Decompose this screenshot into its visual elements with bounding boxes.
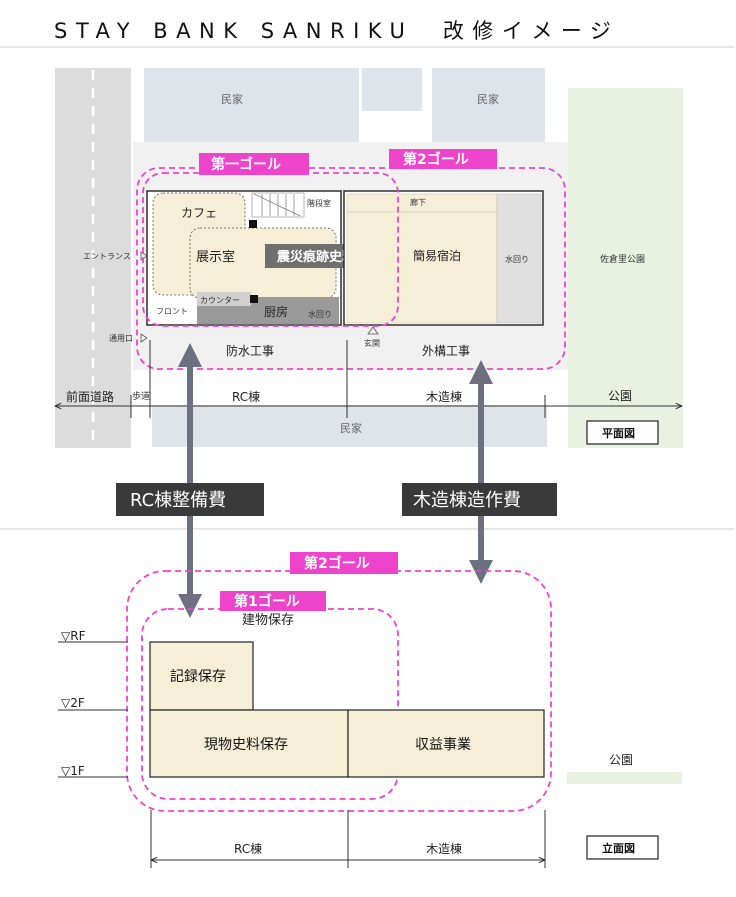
park-dim-label: 公園 bbox=[608, 389, 632, 403]
exterior-label: 外構工事 bbox=[422, 344, 470, 358]
revenue-label: 収益事業 bbox=[415, 737, 471, 753]
plan-view-badge bbox=[586, 420, 659, 445]
kitchen-label: 厨房 bbox=[264, 304, 288, 319]
records-label: 記録保存 bbox=[170, 668, 226, 685]
column-marker-2 bbox=[250, 295, 258, 303]
road-label: 前面道路 bbox=[66, 389, 114, 404]
water-wood-label: 水回り bbox=[505, 254, 529, 264]
corridor-label: 廊下 bbox=[410, 197, 426, 207]
level-1f-label: ▽1F bbox=[61, 764, 85, 778]
plan-goal1-outline bbox=[142, 172, 399, 327]
level-rf-label: ▽RF bbox=[61, 629, 86, 643]
counter-strip bbox=[197, 292, 251, 306]
page-title: STAY BANK SANRIKU 改修イメージ bbox=[54, 19, 619, 43]
park-area bbox=[568, 88, 683, 448]
wood-cost-badge bbox=[402, 483, 557, 516]
genkan-label: 玄関 bbox=[364, 338, 380, 348]
plan-goal1-label: 第一ゴール bbox=[211, 156, 281, 173]
stairs-icon bbox=[253, 193, 301, 217]
side-entrance-label: 通用口 bbox=[109, 333, 133, 343]
neighbor-house-mid bbox=[362, 68, 422, 111]
entrance-label: エントランス bbox=[83, 252, 131, 261]
rc-cost-badge bbox=[116, 483, 264, 516]
elev-park-label: 公園 bbox=[609, 753, 633, 767]
artifacts-label: 現物史料保存 bbox=[204, 737, 288, 753]
plan-view-label: 平面図 bbox=[602, 426, 635, 440]
counter-label: カウンター bbox=[200, 296, 240, 305]
elev-rc-label: RC棟 bbox=[234, 841, 262, 856]
side-entrance-icon bbox=[140, 333, 148, 343]
plan-goal2-tag bbox=[389, 149, 497, 169]
waterproof-label: 防水工事 bbox=[226, 343, 274, 358]
elev-goal2-label: 第2ゴール bbox=[304, 555, 370, 572]
elev-goal2-tag bbox=[290, 552, 398, 574]
plan-goal2-label: 第2ゴール bbox=[403, 151, 469, 168]
stairs-label: 階段室 bbox=[307, 198, 331, 208]
sidewalk-label: 歩道 bbox=[132, 390, 150, 402]
elev-view-label: 立面図 bbox=[602, 841, 635, 855]
neighbor-right-label: 民家 bbox=[477, 92, 499, 106]
elev-goal1-label: 第1ゴール bbox=[234, 593, 300, 610]
elev-wood-label: 木造棟 bbox=[426, 841, 462, 856]
elev-view-badge bbox=[586, 835, 659, 860]
front-desk-label: フロント bbox=[156, 307, 188, 316]
park-name: 佐倉里公園 bbox=[600, 253, 645, 265]
elev-park-strip bbox=[567, 772, 682, 784]
wood-cost-label: 木造棟造作費 bbox=[413, 490, 521, 511]
neighbor-bottom-label: 民家 bbox=[340, 421, 362, 435]
lodging-room bbox=[346, 211, 498, 324]
water-rc-label: 水回り bbox=[308, 309, 332, 319]
plan-goal2-outline bbox=[136, 167, 566, 370]
preservation-label: 建物保存 bbox=[242, 613, 294, 628]
water-wood-room bbox=[496, 193, 542, 324]
level-2f-label: ▽2F bbox=[61, 696, 85, 710]
cafe-label: カフェ bbox=[181, 206, 217, 220]
rc-label: RC棟 bbox=[232, 389, 260, 404]
revenue-block bbox=[347, 709, 545, 778]
column-marker-1 bbox=[249, 220, 257, 228]
lodging-label: 簡易宿泊 bbox=[413, 248, 461, 263]
neighbor-house-left bbox=[144, 68, 359, 142]
artifacts-block bbox=[149, 709, 349, 778]
genkan-icon bbox=[367, 326, 379, 335]
neighbor-left-label: 民家 bbox=[221, 92, 243, 106]
elev-goal1-tag bbox=[220, 591, 326, 611]
exhibition-label: 展示室 bbox=[196, 249, 235, 265]
plan-goal1-tag bbox=[199, 153, 309, 175]
neighbor-house-right bbox=[432, 68, 545, 142]
rc-cost-label: RC棟整備費 bbox=[130, 490, 226, 511]
entrance-icon bbox=[140, 251, 148, 261]
wood-label: 木造棟 bbox=[426, 389, 462, 404]
